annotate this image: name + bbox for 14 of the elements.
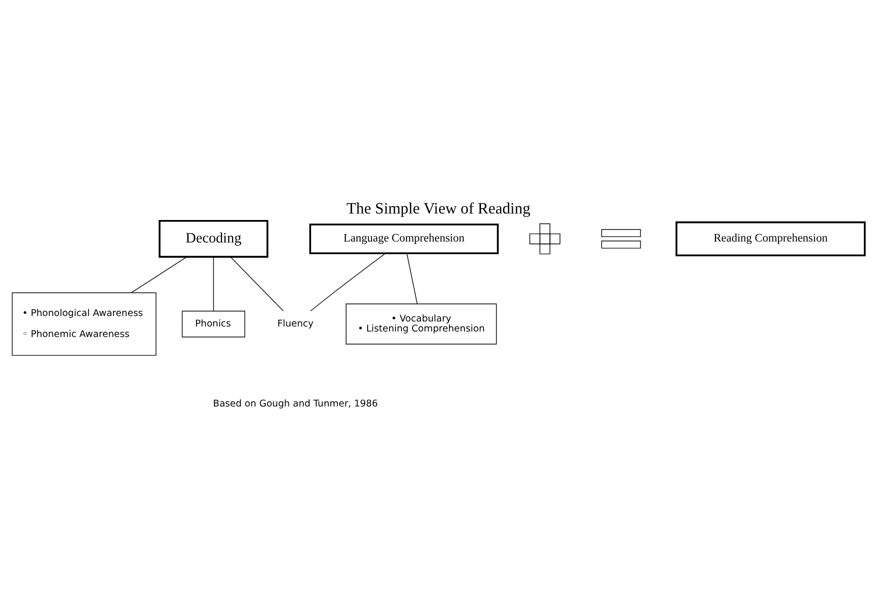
connector [310,253,386,312]
node-box: • Vocabulary • Listening Comprehension [346,304,497,345]
node-box: Decoding [158,220,268,258]
connector [406,253,418,304]
node-box: Language Comprehension [309,224,499,254]
node-box: Reading Comprehension [676,221,866,256]
connector [131,256,188,293]
node-box: Phonics [182,310,246,338]
connector [213,256,214,312]
connector [230,256,284,312]
diagram-title: The Simple View of Reading [346,200,530,218]
node-text: Fluency [277,318,314,330]
caption: Based on Gough and Tunmer, 1986 [213,398,378,410]
node-box: • Phonological Awareness ◦ Phonemic Awareness [12,292,156,356]
